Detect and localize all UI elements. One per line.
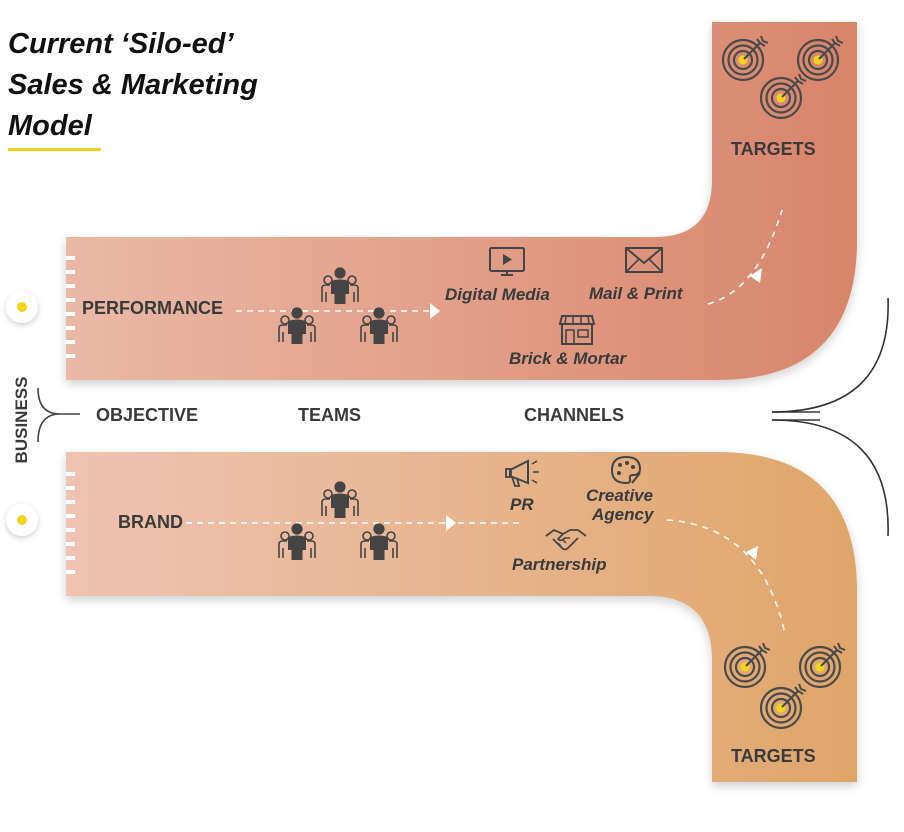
channel-digital-media: Digital Media	[445, 285, 550, 304]
column-teams: TEAMS	[298, 405, 361, 425]
monitor-play-icon	[489, 247, 525, 276]
business-label: BUSINESS	[12, 377, 31, 464]
performance-dot	[6, 291, 38, 323]
title-underline	[8, 148, 101, 151]
column-objective: OBJECTIVE	[96, 405, 198, 425]
handshake-icon	[545, 528, 587, 551]
page-title: Current ‘Silo-ed’ Sales & Marketing Mode…	[8, 24, 258, 147]
right-brace	[771, 297, 889, 537]
envelope-icon	[625, 247, 663, 273]
brand-label: BRAND	[118, 512, 183, 532]
brand-dot	[6, 504, 38, 536]
performance-label: PERFORMANCE	[82, 298, 223, 318]
channel-pr: PR	[510, 495, 534, 514]
title-line: Sales & Marketing	[8, 69, 258, 101]
channel-partnership: Partnership	[512, 555, 606, 574]
channel-mail-print: Mail & Print	[589, 284, 684, 303]
channel-creative: Creative	[586, 486, 653, 505]
title-line: Current ‘Silo-ed’	[8, 28, 234, 60]
column-channels: CHANNELS	[524, 405, 624, 425]
performance-band	[66, 22, 857, 380]
channel-agency: Agency	[591, 505, 655, 524]
megaphone-icon	[505, 459, 539, 487]
brand-band	[66, 452, 857, 782]
performance-targets-label: TARGETS	[731, 139, 816, 159]
left-brace	[37, 387, 80, 443]
channel-brick-mortar: Brick & Mortar	[509, 349, 628, 368]
brand-targets-label: TARGETS	[731, 746, 816, 766]
title-line: Model	[8, 110, 92, 142]
storefront-icon	[558, 315, 596, 345]
palette-icon	[610, 455, 642, 485]
